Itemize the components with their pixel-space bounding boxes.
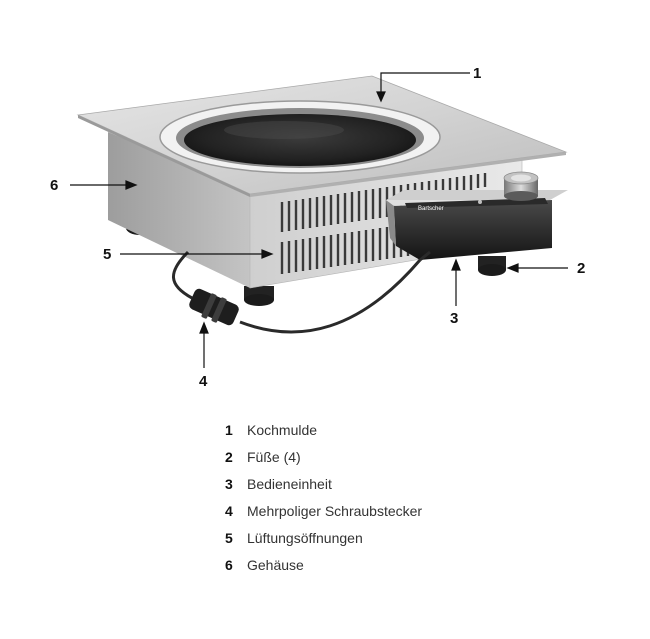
legend-label: Bedieneinheit	[247, 475, 332, 492]
legend-item: 6 Gehäuse	[225, 551, 422, 578]
wok-bowl	[159, 100, 441, 174]
legend-item: 1 Kochmulde	[225, 416, 422, 443]
control-panel-front	[394, 200, 552, 260]
control-panel-led-icon	[478, 200, 482, 204]
housing-left-side	[108, 132, 250, 288]
legend-item: 4 Mehrpoliger Schraubstecker	[225, 497, 422, 524]
legend-label: Kochmulde	[247, 421, 318, 438]
legend-item: 3 Bedieneinheit	[225, 470, 422, 497]
legend-number: 2	[225, 448, 233, 465]
control-knob	[503, 171, 539, 201]
callout-number-1: 1	[473, 65, 481, 82]
power-cable	[172, 250, 431, 334]
legend-label: Mehrpoliger Schraubstecker	[247, 502, 423, 519]
callout-number-3: 3	[450, 310, 458, 327]
parts-legend: 1 Kochmulde 2 Füße (4) 3 Bedieneinheit 4…	[225, 416, 422, 578]
legend-item: 5 Lüftungsöffnungen	[225, 524, 422, 551]
callout-number-2: 2	[577, 260, 585, 277]
legend-label: Füße (4)	[247, 448, 301, 465]
product-illustration: Bartscher 1 6 5 2 3	[50, 65, 585, 390]
legend-number: 1	[225, 421, 233, 438]
multipole-screw-connector	[189, 288, 239, 326]
legend-item: 2 Füße (4)	[225, 443, 422, 470]
legend-number: 6	[225, 556, 233, 573]
legend-number: 4	[225, 502, 233, 519]
legend-label: Gehäuse	[247, 556, 304, 573]
callout-number-4: 4	[199, 373, 208, 390]
callout-lines	[70, 72, 568, 368]
legend-number: 5	[225, 529, 233, 546]
foot-front-right	[478, 264, 506, 276]
legend-number: 3	[225, 475, 233, 492]
legend-label: Lüftungsöffnungen	[247, 529, 363, 546]
control-panel-brand: Bartscher	[418, 206, 444, 212]
foot-front-left	[244, 294, 274, 306]
callout-number-5: 5	[103, 246, 111, 263]
callout-number-6: 6	[50, 177, 58, 194]
control-unit: Bartscher	[386, 171, 568, 260]
